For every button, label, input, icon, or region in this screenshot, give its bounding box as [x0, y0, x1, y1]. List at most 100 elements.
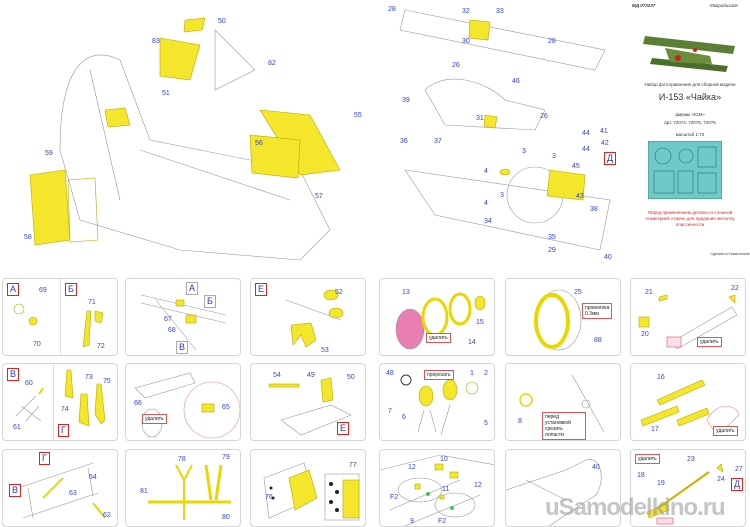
remove-note: удалить [697, 337, 722, 347]
part-number: 83 [152, 38, 160, 45]
part-number: 4 [484, 200, 488, 207]
part-number: 8 [518, 418, 522, 425]
part-number: 10 [440, 456, 448, 463]
part-drawing [400, 374, 479, 436]
part-number: 69 [39, 287, 47, 294]
part-drawing [140, 294, 227, 351]
part-drawing [380, 454, 494, 526]
part-number: 39 [402, 97, 410, 104]
part-drawing [519, 374, 605, 433]
part-number: 74 [61, 406, 69, 413]
part-number: 58 [24, 234, 32, 241]
part-drawing [263, 462, 360, 521]
propeller-note: перед установкой срезать лопасти [542, 412, 586, 440]
info-panel: МД 072237 Микродизайн Набор фотогравлени… [632, 0, 750, 262]
part-number: 27 [735, 466, 743, 473]
subtitle: Набор фотогравления для сборной модели [644, 82, 736, 87]
fuselage-drawing [29, 17, 341, 261]
part-number: 63 [69, 490, 77, 497]
part-number: 77 [349, 462, 357, 469]
panel-frame: А Б 67 68 В [125, 278, 241, 356]
part-number: 1 [470, 370, 474, 377]
panel-tail: 40 [505, 449, 621, 527]
part-number: 36 [400, 138, 408, 145]
part-number: 76 [265, 494, 273, 501]
part-number: 80 [222, 514, 230, 521]
part-drawing [285, 289, 344, 348]
part-number: 4 [484, 168, 488, 175]
part-number: 48 [386, 370, 394, 377]
part-drawing [82, 310, 104, 348]
view-marker: А [186, 282, 199, 295]
part-number: 62 [103, 512, 111, 519]
part-number: 32 [462, 8, 470, 15]
part-number: 16 [657, 374, 665, 381]
panel-g-v-frame: Г 64 В 63 62 [2, 449, 118, 527]
view-marker: В [7, 368, 20, 381]
part-number: 26 [540, 113, 548, 120]
part-number: 23 [687, 456, 695, 463]
part-number: 25 [574, 289, 582, 296]
articles: арт. 72074, 72075, 72076 [664, 120, 716, 125]
part-number: 40 [604, 254, 612, 261]
part-number: 13 [402, 289, 410, 296]
part-number: 35 [548, 234, 556, 241]
brand-logo: Микродизайн [710, 3, 738, 8]
maker: фирмы «ICM» [675, 112, 705, 117]
part-number: 88 [594, 337, 602, 344]
part-number: 22 [731, 285, 739, 292]
panel-gun: 21 22 20 удалить [630, 278, 746, 356]
wire-note: проволока 0.3мм [582, 303, 612, 319]
part-drawing [13, 303, 38, 326]
part-number: 66 [134, 400, 142, 407]
part-drawing [64, 369, 106, 427]
part-number: 51 [162, 90, 170, 97]
part-number: 30 [462, 38, 470, 45]
panel-v-g: В 60 61 73 75 74 Г [2, 363, 118, 441]
view-marker: В [176, 341, 189, 354]
part-number: 9 [410, 518, 414, 525]
part-number: 71 [88, 299, 96, 306]
scale: масштаб 1:72 [675, 132, 705, 137]
part-number: 24 [717, 476, 725, 483]
part-number: 14 [468, 339, 476, 346]
part-number: 21 [645, 289, 653, 296]
part-number: 17 [651, 426, 659, 433]
part-number: 31 [476, 115, 484, 122]
part-number: 28 [548, 38, 556, 45]
part-number: 52 [335, 289, 343, 296]
remove-note: удалить [426, 333, 451, 343]
panel-d-struts: удалить 23 27 19 24 18 Д [630, 449, 746, 527]
part-number: 12 [474, 482, 482, 489]
part-number: 70 [33, 341, 41, 348]
part-number: 61 [13, 424, 21, 431]
panel-a-b: А 69 70 Б 71 72 [2, 278, 118, 356]
view-marker: Е [337, 422, 350, 435]
panel-cockpit-side: 66 65 удалить [125, 363, 241, 441]
fret-image [648, 141, 722, 199]
part-drawing [17, 462, 106, 519]
part-number: 33 [496, 8, 504, 15]
part-number: 11 [442, 486, 450, 493]
panel-fuselage-interior: 12 10 F2 11 12 9 F2 [379, 449, 495, 527]
part-number: 15 [476, 319, 484, 326]
part-number: 19 [657, 480, 665, 487]
view-marker: В [9, 484, 22, 497]
remove-note: удалить [713, 426, 738, 436]
panel-e-seat-rear: Е 52 53 [250, 278, 366, 356]
product-code: МД 072237 [632, 3, 656, 8]
view-marker: Д [604, 152, 617, 165]
part-number: 6 [402, 414, 406, 421]
part-number: 82 [268, 60, 276, 67]
part-number: 81 [140, 488, 148, 495]
part-number: 44 [582, 130, 590, 137]
view-marker: Б [204, 295, 216, 308]
view-marker: А [7, 283, 20, 296]
part-number: 29 [548, 247, 556, 254]
part-drawing [15, 387, 44, 422]
part-number: 56 [255, 140, 263, 147]
watermark: uSamodelkino.ru [545, 494, 726, 521]
part-number: 44 [582, 146, 590, 153]
part-number: 67 [164, 316, 172, 323]
part-number: 26 [452, 62, 460, 69]
